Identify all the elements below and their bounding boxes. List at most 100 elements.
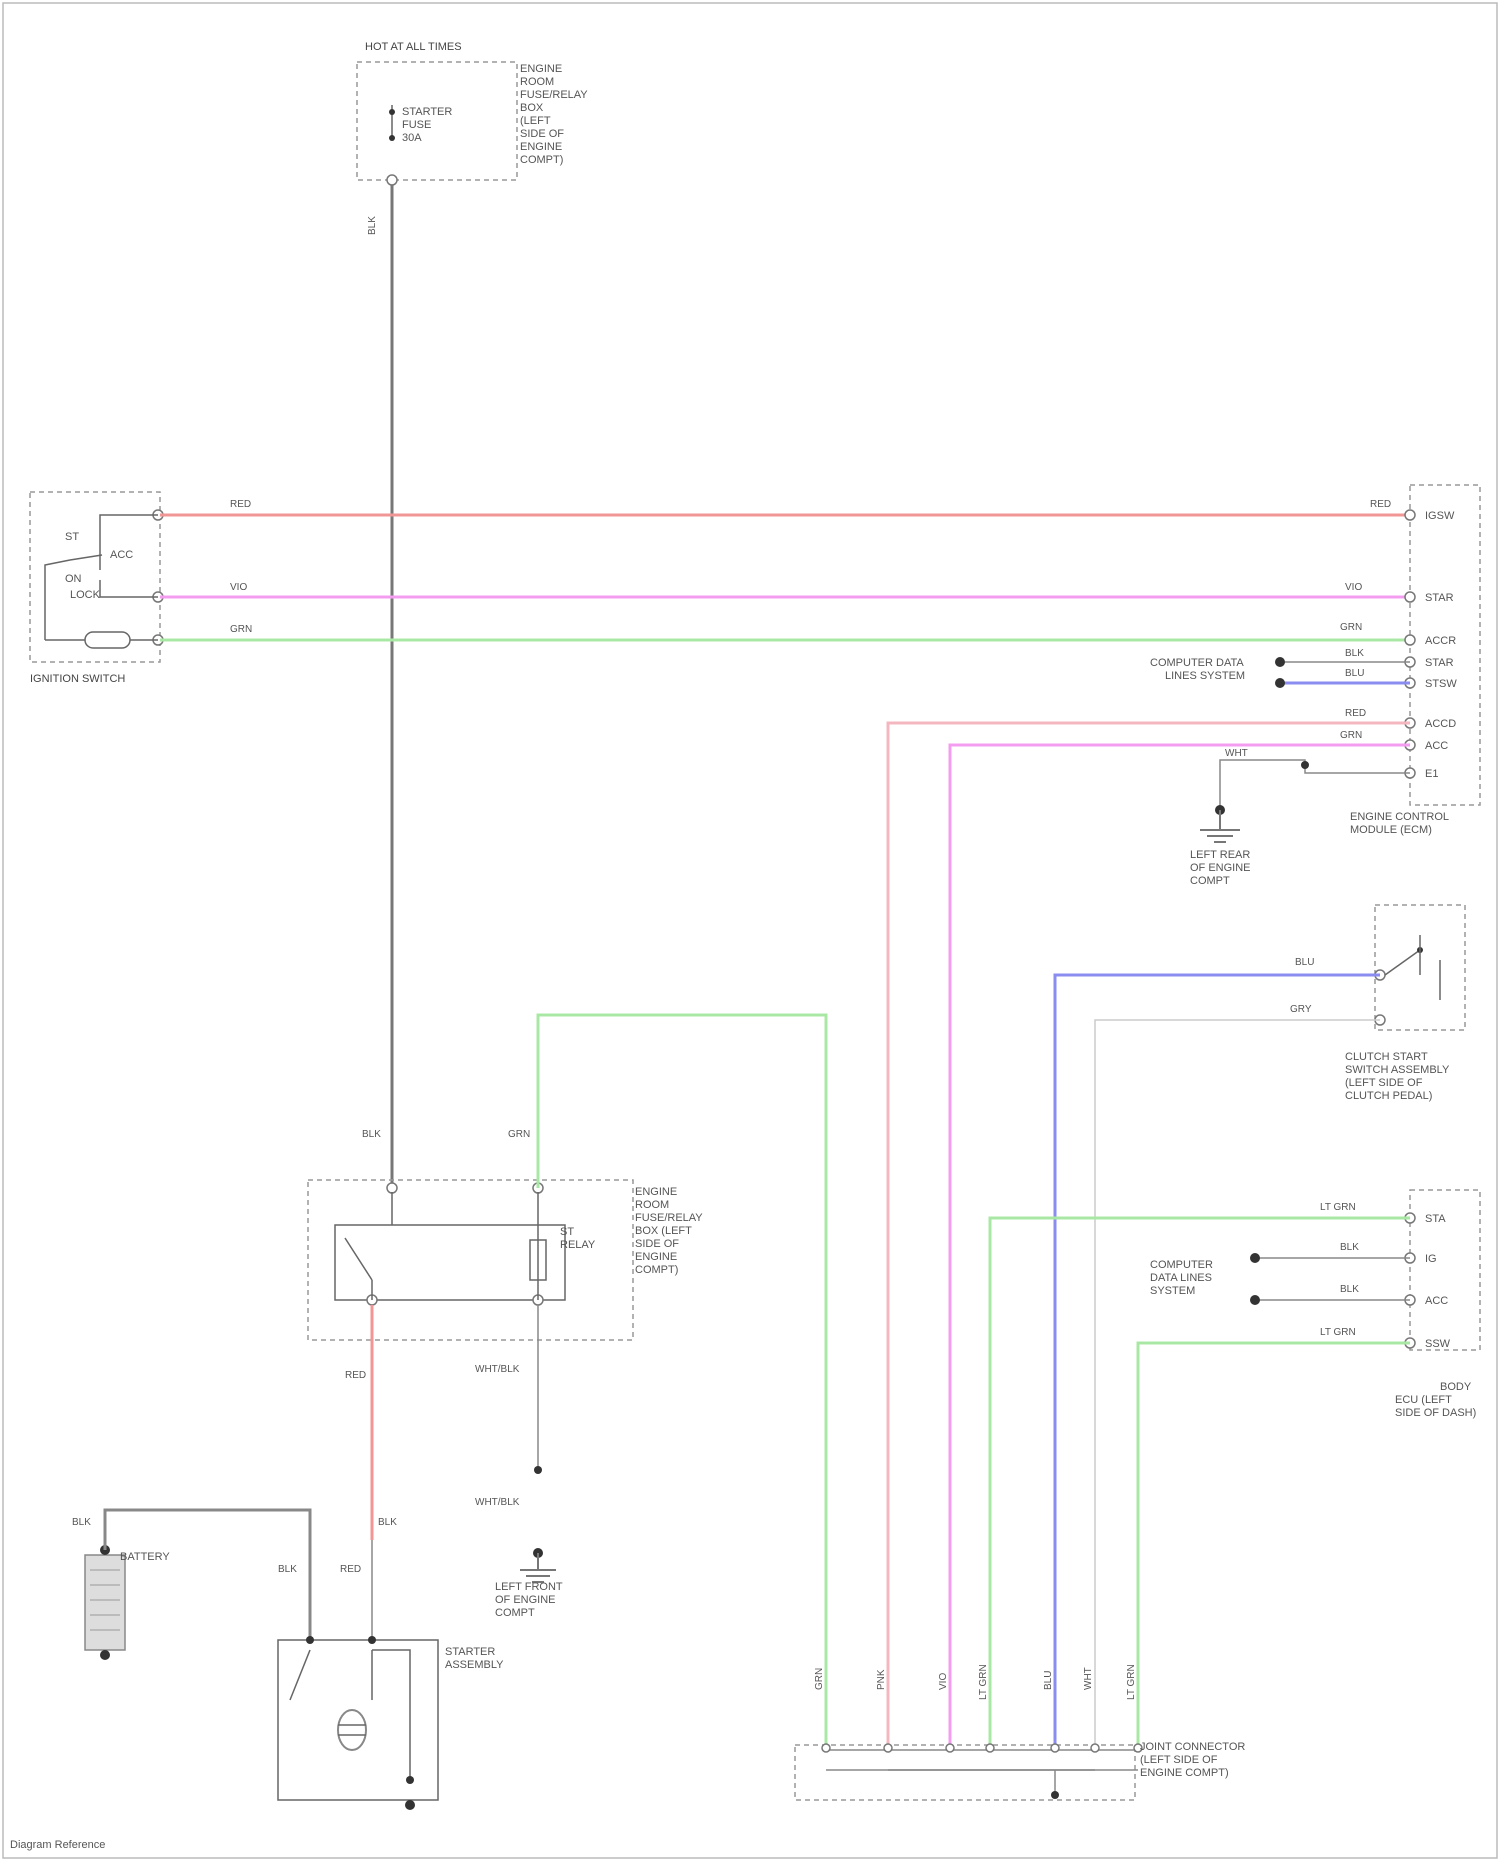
grn-wire-relay-jc: [538, 1015, 826, 1745]
body-ecu-label-2: ECU (LEFT: [1395, 1394, 1452, 1406]
st-relay-name-2: RELAY: [560, 1239, 596, 1251]
ltgrn-wire-body-jc-2: [1138, 1343, 1410, 1745]
ltgrn-label-2: LT GRN: [1320, 1327, 1356, 1338]
st-relay-name-1: ST: [560, 1226, 574, 1238]
body-ecu-pin-acc: ACC: [1425, 1295, 1448, 1307]
clutch-label-2: SWITCH ASSEMBLY: [1345, 1064, 1450, 1076]
clutch-start-switch: CLUTCH START SWITCH ASSEMBLY (LEFT SIDE …: [1345, 905, 1465, 1102]
relay-label-5: SIDE OF: [635, 1238, 679, 1250]
fuse-block-label-6: SIDE OF: [520, 128, 564, 140]
pink-wire-ecm-jc: [888, 723, 1410, 1745]
body-connected-1: COMPUTER: [1150, 1259, 1213, 1271]
ign-contact-lock: LOCK: [70, 589, 101, 601]
wht-ecm-label: WHT: [1225, 748, 1248, 759]
jc-label-2: (LEFT SIDE OF: [1140, 1754, 1218, 1766]
body-ecu-pin-ig: IG: [1425, 1253, 1437, 1265]
battery-starter-cable: [105, 1510, 310, 1640]
fuse-block-label-8: COMPT): [520, 154, 563, 166]
blk-body-label: BLK: [1340, 1242, 1359, 1253]
ecm: IGSW STAR ACCR STAR STSW ACCD ACC E1 ENG…: [1350, 485, 1480, 836]
relay-label-1: ENGINE: [635, 1186, 677, 1198]
blu-clutch-label: BLU: [1295, 957, 1314, 968]
ecm-pin-accd: ACCD: [1425, 718, 1456, 730]
jc-label-3: ENGINE COMPT): [1140, 1767, 1229, 1779]
clutch-label-4: CLUTCH PEDAL): [1345, 1090, 1432, 1102]
grn-relay-label: GRN: [508, 1129, 530, 1140]
jc-wire-1: GRN: [814, 1668, 825, 1690]
st-red-label: RED: [340, 1564, 361, 1575]
ground-g1-label-3: COMPT: [1190, 875, 1230, 887]
body-connected-2: DATA LINES: [1150, 1272, 1212, 1284]
st-blk-label: BLK: [278, 1564, 297, 1575]
ecm-pin-star: STAR: [1425, 592, 1454, 604]
battery: BATTERY BLK: [72, 1517, 170, 1660]
vio-wire-label-2: VIO: [1345, 582, 1362, 593]
ltgrn-wire-body-jc-1: [990, 1218, 1410, 1745]
ecm-pin-e1: E1: [1425, 768, 1438, 780]
starter-label-2: ASSEMBLY: [445, 1659, 504, 1671]
ecm-pin-acc: ACC: [1425, 740, 1448, 752]
jc-wire-6: WHT: [1083, 1667, 1094, 1690]
ground-g2-label-1: LEFT FRONT: [495, 1581, 563, 1593]
jc-wire-3: VIO: [938, 1673, 949, 1690]
ground-g2-label-3: COMPT: [495, 1607, 535, 1619]
jc-label-1: JOINT CONNECTOR: [1140, 1741, 1245, 1753]
clutch-label-1: CLUTCH START: [1345, 1051, 1428, 1063]
ignition-switch: ST ACC ON LOCK IGNITION SWITCH: [30, 492, 163, 685]
footer-label: Diagram Reference: [10, 1839, 105, 1851]
blk-top-label: BLK: [367, 216, 378, 235]
ecm-pin-accr: ACCR: [1425, 635, 1456, 647]
ltgrn-label-1: LT GRN: [1320, 1202, 1356, 1213]
diagram-frame: [3, 3, 1497, 1858]
ecm-pin-star-2: STAR: [1425, 657, 1454, 669]
jc-wire-5: BLU: [1043, 1671, 1054, 1690]
relay-label-6: ENGINE: [635, 1251, 677, 1263]
vio-wire-label-1: VIO: [230, 582, 247, 593]
ecm-pin-stsw: STSW: [1425, 678, 1457, 690]
blu-ecm-label: BLU: [1345, 668, 1364, 679]
fuse-node-top: [389, 109, 395, 115]
jc-wire-4: LT GRN: [978, 1664, 989, 1700]
ground-g2-label-2: OF ENGINE: [495, 1594, 556, 1606]
fuse-block-label-4: BOX: [520, 102, 544, 114]
gry-clutch-label: GRY: [1290, 1004, 1312, 1015]
ecm-connected-1: COMPUTER DATA: [1150, 657, 1244, 669]
fuse-block-label-5: (LEFT: [520, 115, 551, 127]
body-connected-3: SYSTEM: [1150, 1285, 1195, 1297]
starter-assembly: STARTER ASSEMBLY: [278, 1636, 504, 1810]
starter-label-1: STARTER: [445, 1646, 495, 1658]
ground-g1-label-2: OF ENGINE: [1190, 862, 1251, 874]
relay-label-2: ROOM: [635, 1199, 669, 1211]
fuse-block-label-1: ENGINE: [520, 63, 562, 75]
hot-at-all-times-label: HOT AT ALL TIMES: [365, 41, 462, 53]
blu-wire-clutch-jc: [1055, 975, 1380, 1745]
ign-contact-on: ON: [65, 573, 82, 585]
red-wire-label-1: RED: [230, 499, 251, 510]
ecm-pin-igsw: IGSW: [1425, 510, 1455, 522]
starter-relay: ST RELAY ENGINE ROOM FUSE/RELAY BOX (LEF…: [308, 1180, 703, 1340]
blk-ecm-label: BLK: [1345, 648, 1364, 659]
battery-label: BATTERY: [120, 1551, 170, 1563]
fuse-block-label-7: ENGINE: [520, 141, 562, 153]
red-relay-label: RED: [345, 1370, 366, 1381]
blk-relay-label: BLK: [362, 1129, 381, 1140]
bat-wire-label: BLK: [72, 1517, 91, 1528]
jc-wire-7: LT GRN: [1126, 1664, 1137, 1700]
body-ecu-pin-ssw: SSW: [1425, 1338, 1451, 1350]
relay-label-3: FUSE/RELAY: [635, 1212, 703, 1224]
fuse-block-top: HOT AT ALL TIMES ENGINE ROOM FUSE/RELAY …: [357, 41, 588, 185]
ground-g1: LEFT REAR OF ENGINE COMPT: [1190, 805, 1251, 887]
red-wire-label-2: RED: [1370, 499, 1391, 510]
grn-wire-label-1: GRN: [230, 624, 252, 635]
fuse-label-1: STARTER: [402, 106, 452, 118]
fuse-label-2: FUSE: [402, 119, 431, 131]
clutch-label-3: (LEFT SIDE OF: [1345, 1077, 1423, 1089]
body-ecu-label-3: SIDE OF DASH): [1395, 1407, 1476, 1419]
ecm-label-2: MODULE (ECM): [1350, 824, 1432, 836]
ign-contact-st: ST: [65, 531, 79, 543]
fuse-node-bottom: [389, 135, 395, 141]
wht-relay-label: WHT/BLK: [475, 1364, 520, 1375]
jc-wire-2: PNK: [876, 1669, 887, 1690]
ignition-switch-label: IGNITION SWITCH: [30, 673, 125, 685]
